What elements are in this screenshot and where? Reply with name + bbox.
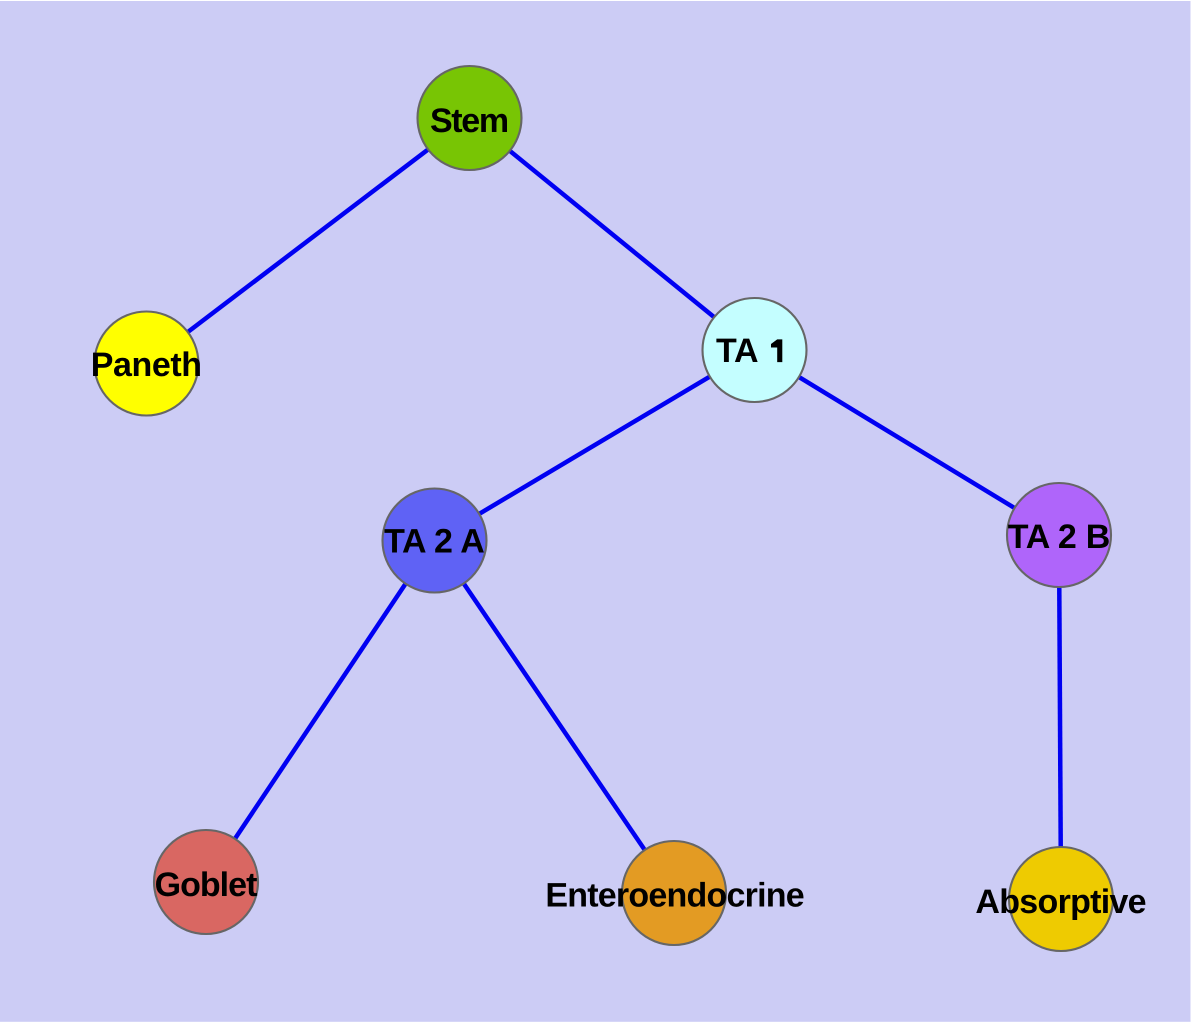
svg-text:TA 2 B: TA 2 B [1008,518,1111,556]
svg-text:Paneth: Paneth [91,346,202,384]
svg-text:Goblet: Goblet [155,866,258,904]
svg-text:Enteroendocrine: Enteroendocrine [545,877,804,915]
svg-text:Stem: Stem [430,102,509,140]
svg-text:Absorptive: Absorptive [975,883,1146,921]
svg-text:TA 2 A: TA 2 A [384,523,485,561]
